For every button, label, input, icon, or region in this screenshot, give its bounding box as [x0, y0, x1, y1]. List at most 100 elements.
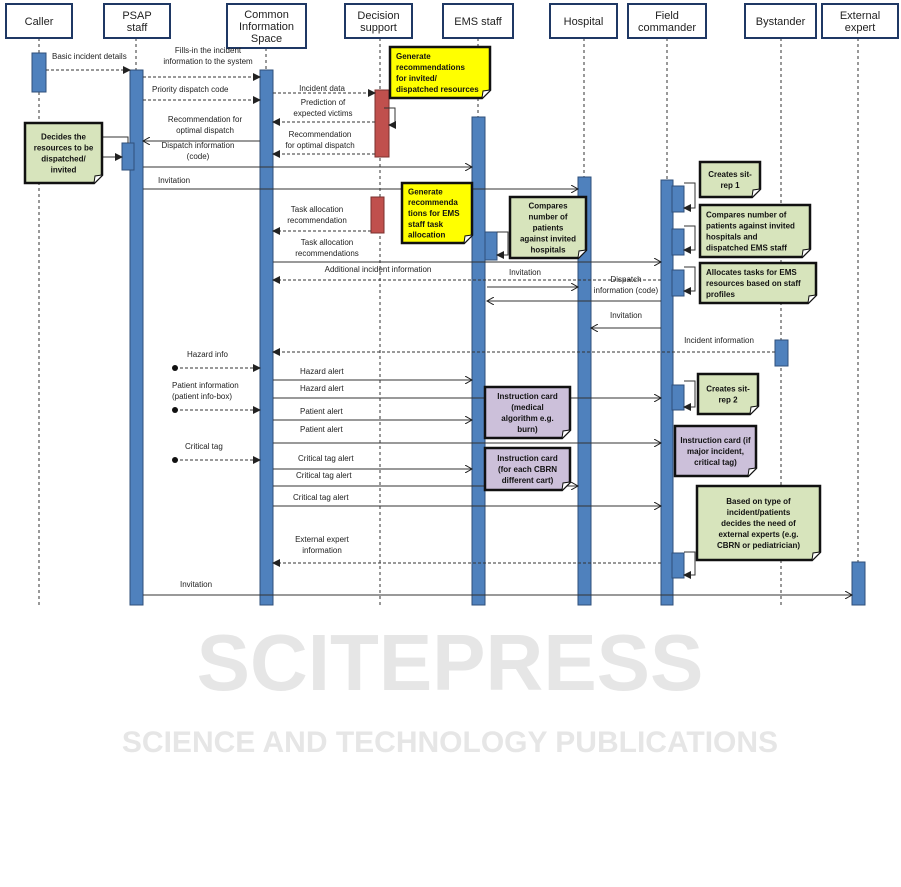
message: Basic incident details	[46, 52, 131, 74]
actor-label: expert	[845, 22, 876, 34]
actor-label: Field	[655, 10, 679, 22]
message-label: Basic incident details	[52, 52, 127, 61]
message-label: Invitation	[610, 311, 642, 320]
note-text: patients	[533, 224, 564, 233]
message-label: information to the system	[163, 57, 253, 66]
self-message-arrow	[683, 182, 696, 212]
message-label: Priority dispatch code	[152, 85, 229, 94]
self-message-arrow	[384, 107, 396, 129]
message-label: Fills-in the incident	[175, 46, 242, 55]
message-label: (code)	[187, 152, 210, 161]
note-text: Instruction card	[497, 392, 558, 401]
actor-box: EMS staff	[442, 3, 514, 39]
decision-activation-bar	[374, 89, 390, 158]
note-text: recommendations	[396, 63, 465, 72]
note-text: tions for EMS	[408, 209, 460, 218]
message-label: Dispatch	[610, 275, 641, 284]
message-label: Hazard info	[187, 350, 228, 359]
message: Invitation	[143, 580, 852, 595]
message: Critical tag	[172, 442, 261, 464]
actor-label: support	[360, 22, 397, 34]
message: Priority dispatch code	[143, 85, 261, 104]
message: Dispatch information(code)	[143, 141, 472, 167]
actor-box: Bystander	[744, 3, 817, 39]
message: Hazard alert	[273, 384, 661, 398]
note-text: invited	[51, 166, 77, 175]
activation-bar	[259, 69, 274, 606]
message-label: Incident data	[299, 84, 345, 93]
message-label: for optimal dispatch	[285, 141, 354, 150]
green-note: Compares number of patients against invit…	[698, 203, 812, 259]
message-label: Additional incident information	[325, 265, 432, 274]
note-text: Instruction card (if	[680, 436, 751, 445]
actor-label: Caller	[25, 16, 54, 28]
activation-bar	[671, 384, 685, 411]
message: Invitation	[487, 268, 578, 287]
self-message-arrow	[683, 266, 696, 295]
activation-bar	[671, 185, 685, 213]
actor-label: Decision	[357, 10, 399, 22]
note-text: rep 2	[718, 396, 738, 405]
message: Invitation	[143, 176, 578, 189]
note-text: dispatched resources	[396, 85, 479, 94]
message-label: Invitation	[180, 580, 212, 589]
self-message-arrow	[496, 231, 509, 259]
note-text: profiles	[706, 290, 735, 299]
message-label: optimal dispatch	[176, 126, 234, 135]
note-text: against invited	[520, 235, 576, 244]
message: Invitation	[591, 311, 661, 328]
activation-bar	[671, 269, 685, 297]
activation-bar	[121, 142, 135, 171]
message: Hazard alert	[273, 367, 472, 380]
actor-label: PSAP	[122, 10, 151, 22]
message-label: recommendation	[287, 216, 347, 225]
activation-bar	[129, 69, 144, 606]
message-label: Critical tag alert	[298, 454, 354, 463]
actor-label: Space	[251, 33, 282, 45]
message: Critical tag alert	[273, 454, 472, 469]
note-text: decides the need of	[721, 519, 796, 528]
message-label: Incident information	[684, 336, 754, 345]
actor-box: Caller	[5, 3, 73, 39]
message: Patient alert	[273, 425, 661, 443]
note-text: CBRN or pediatrician)	[717, 541, 800, 550]
activation-bar	[577, 176, 592, 606]
message-label: Critical tag alert	[296, 471, 352, 480]
actor-label: Common	[244, 9, 289, 21]
note-text: Compares	[528, 202, 568, 211]
actor-box: Hospital	[549, 3, 618, 39]
activation-bar	[851, 561, 866, 606]
note-text: recommenda	[408, 198, 458, 207]
note-text: Compares number of	[706, 211, 787, 220]
note-text: patients against invited	[706, 222, 795, 231]
message-label: Patient information	[172, 381, 239, 390]
self-message-arrow	[683, 225, 696, 254]
message-label: Patient alert	[300, 407, 343, 416]
note-text: Decides the	[41, 133, 86, 142]
message-label: expected victims	[293, 109, 352, 118]
note-text: resources based on staff	[706, 279, 801, 288]
note-text: Generate	[396, 52, 431, 61]
note-text: (medical	[511, 403, 543, 412]
message-label: Patient alert	[300, 425, 343, 434]
message-label: (patient info-box)	[172, 392, 232, 401]
message-label: Hazard alert	[300, 367, 344, 376]
message-label: External expert	[295, 535, 350, 544]
note-text: staff task	[408, 220, 444, 229]
activation-bar	[31, 52, 47, 93]
start-dot	[172, 407, 178, 413]
message-label: Recommendation for	[168, 115, 243, 124]
note-connector	[102, 136, 129, 143]
message: Incident data	[273, 84, 376, 97]
actor-label: EMS staff	[454, 16, 502, 28]
